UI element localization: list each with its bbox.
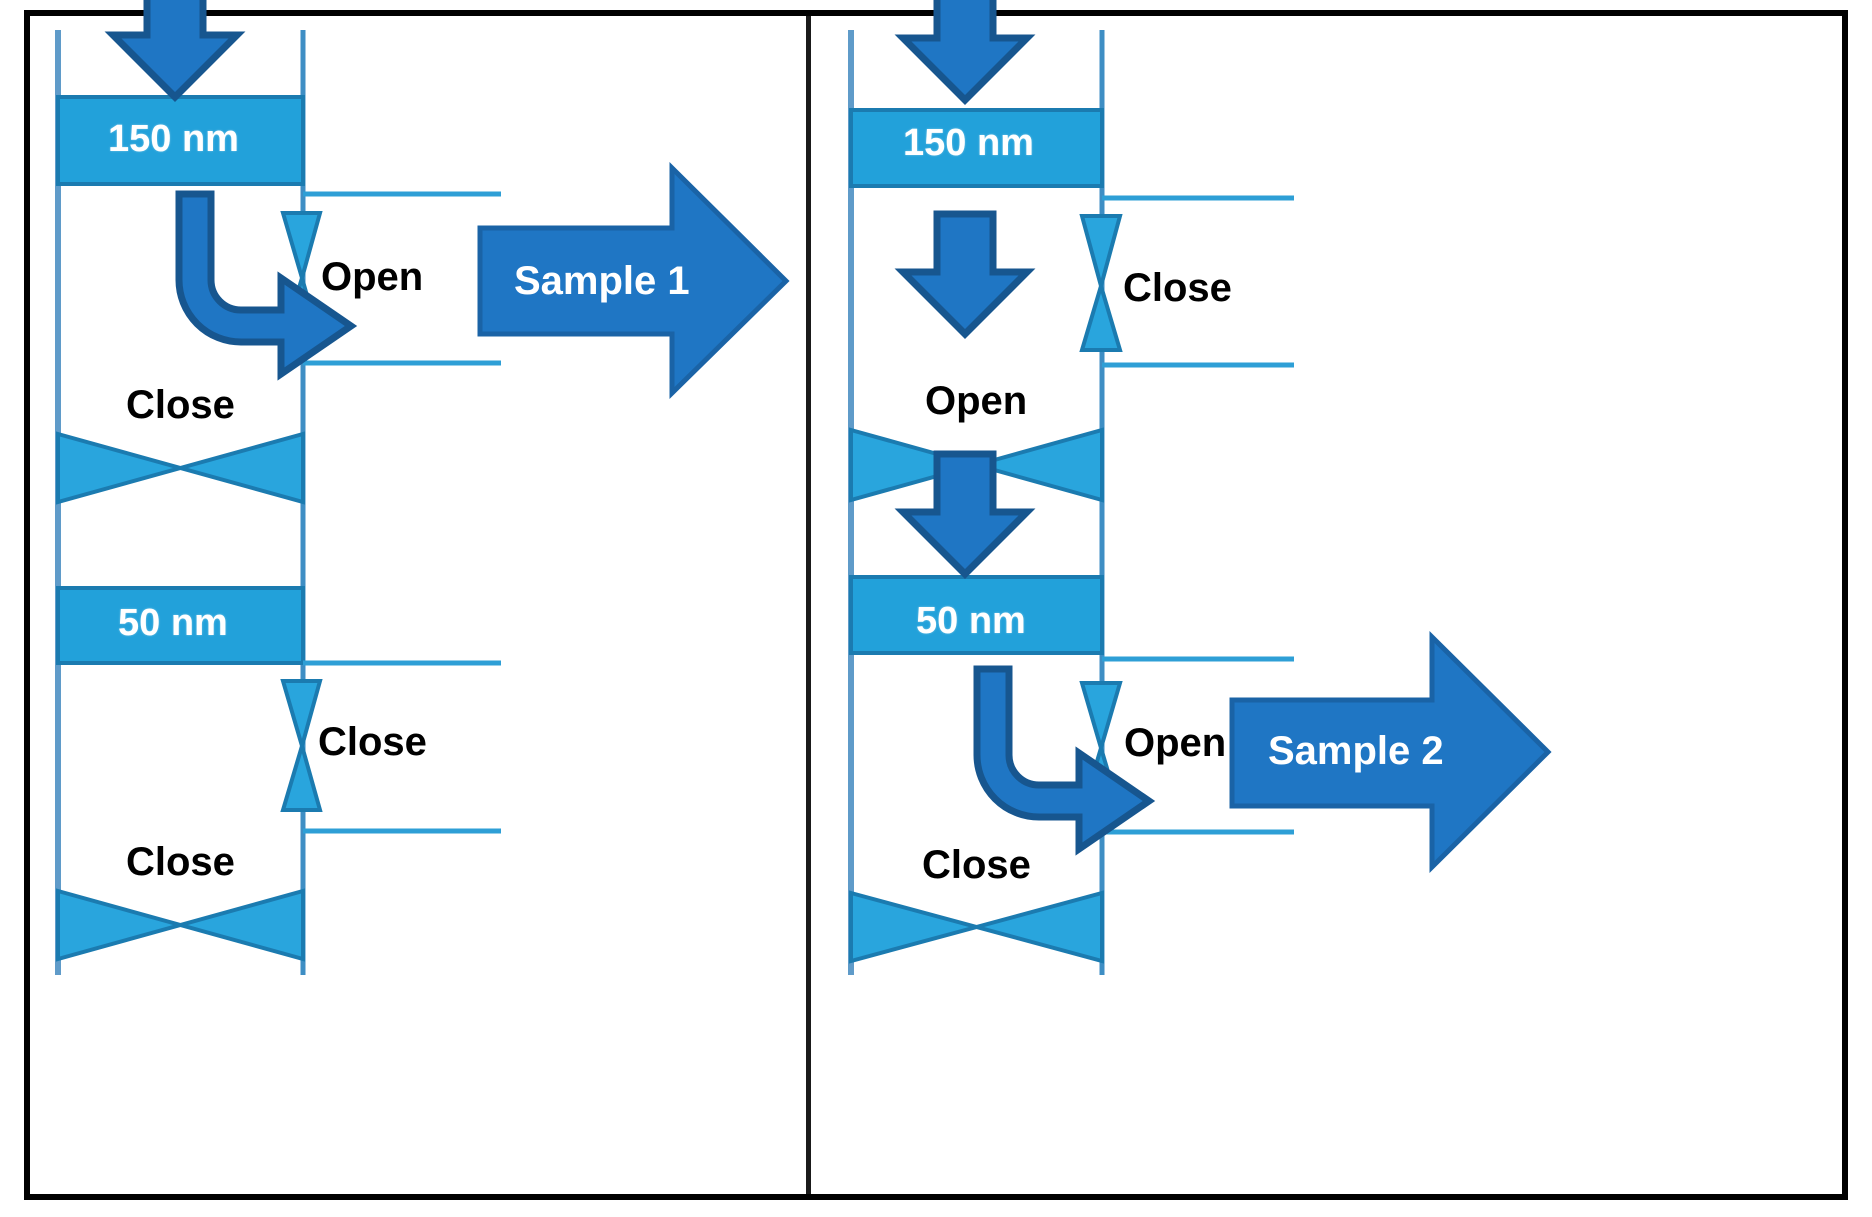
left-panel-group [55,0,790,975]
band-label-50nm-right: 50 nm [916,600,1026,642]
down-arrow-top-right [903,0,1027,100]
valve-close-top-shape [1079,214,1123,352]
right-panel-group [848,0,1552,975]
valve-label-close-lower-left: Close [318,720,427,764]
band-label-150nm-right: 150 nm [903,122,1034,164]
sample-1-arrow-shape [477,162,790,399]
valve-label-open-mid-right: Open [925,379,1028,423]
band-150nm-rect [56,95,305,186]
band-50nm-rect-right [849,575,1104,655]
band-label-50nm-left: 50 nm [118,602,228,644]
valve-close-bottom-shape [56,888,305,962]
valve-close-bottom-shape-right [849,890,1104,964]
band-150nm-rect-right [849,108,1104,188]
sample-1-label: Sample 1 [514,259,690,303]
band-50nm-rect [56,586,305,665]
valve-label-close-mid-left: Close [126,383,235,427]
down-arrow-second-right [903,214,1027,334]
valve-label-open-top-left: Open [321,255,424,299]
panel-divider [806,16,811,1194]
valve-close-mid-shape [56,431,305,505]
band-label-150nm-left: 150 nm [108,118,239,160]
valve-label-open-lower-right: Open [1124,721,1227,765]
valve-label-close-top-right: Close [1123,266,1232,310]
sample-2-arrow-shape [1229,631,1552,873]
valve-label-close-bottom-right: Close [922,843,1031,887]
valve-close-lower-shape [280,679,323,812]
valve-label-close-bottom-left: Close [126,840,235,884]
down-arrow-top-left [113,0,237,97]
sample-2-label: Sample 2 [1268,729,1444,773]
